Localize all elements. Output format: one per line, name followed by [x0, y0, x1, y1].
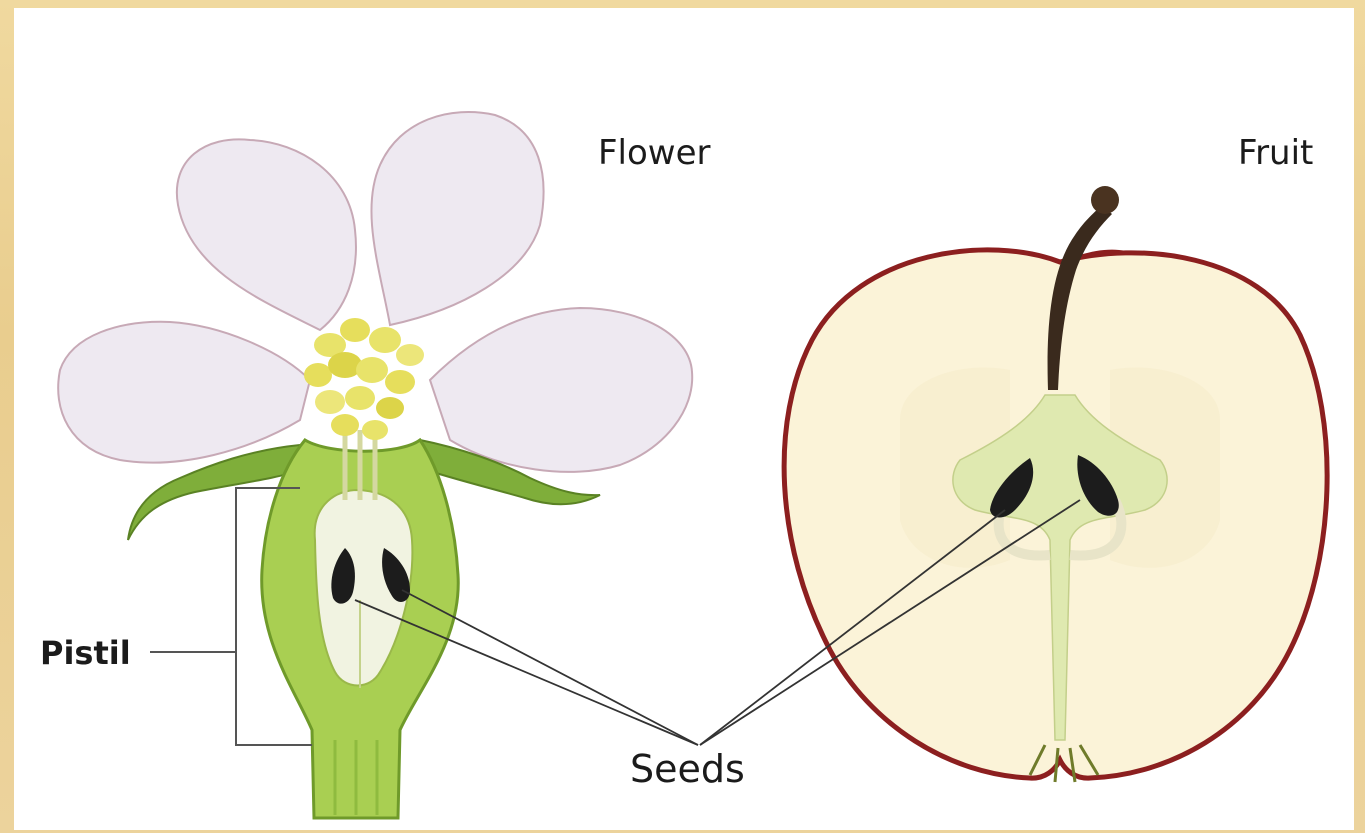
- label-flower: Flower: [598, 133, 711, 173]
- label-pistil: Pistil: [40, 634, 131, 672]
- label-seeds: Seeds: [630, 747, 745, 791]
- apple-stem-tip: [1091, 186, 1119, 214]
- label-fruit: Fruit: [1238, 133, 1313, 173]
